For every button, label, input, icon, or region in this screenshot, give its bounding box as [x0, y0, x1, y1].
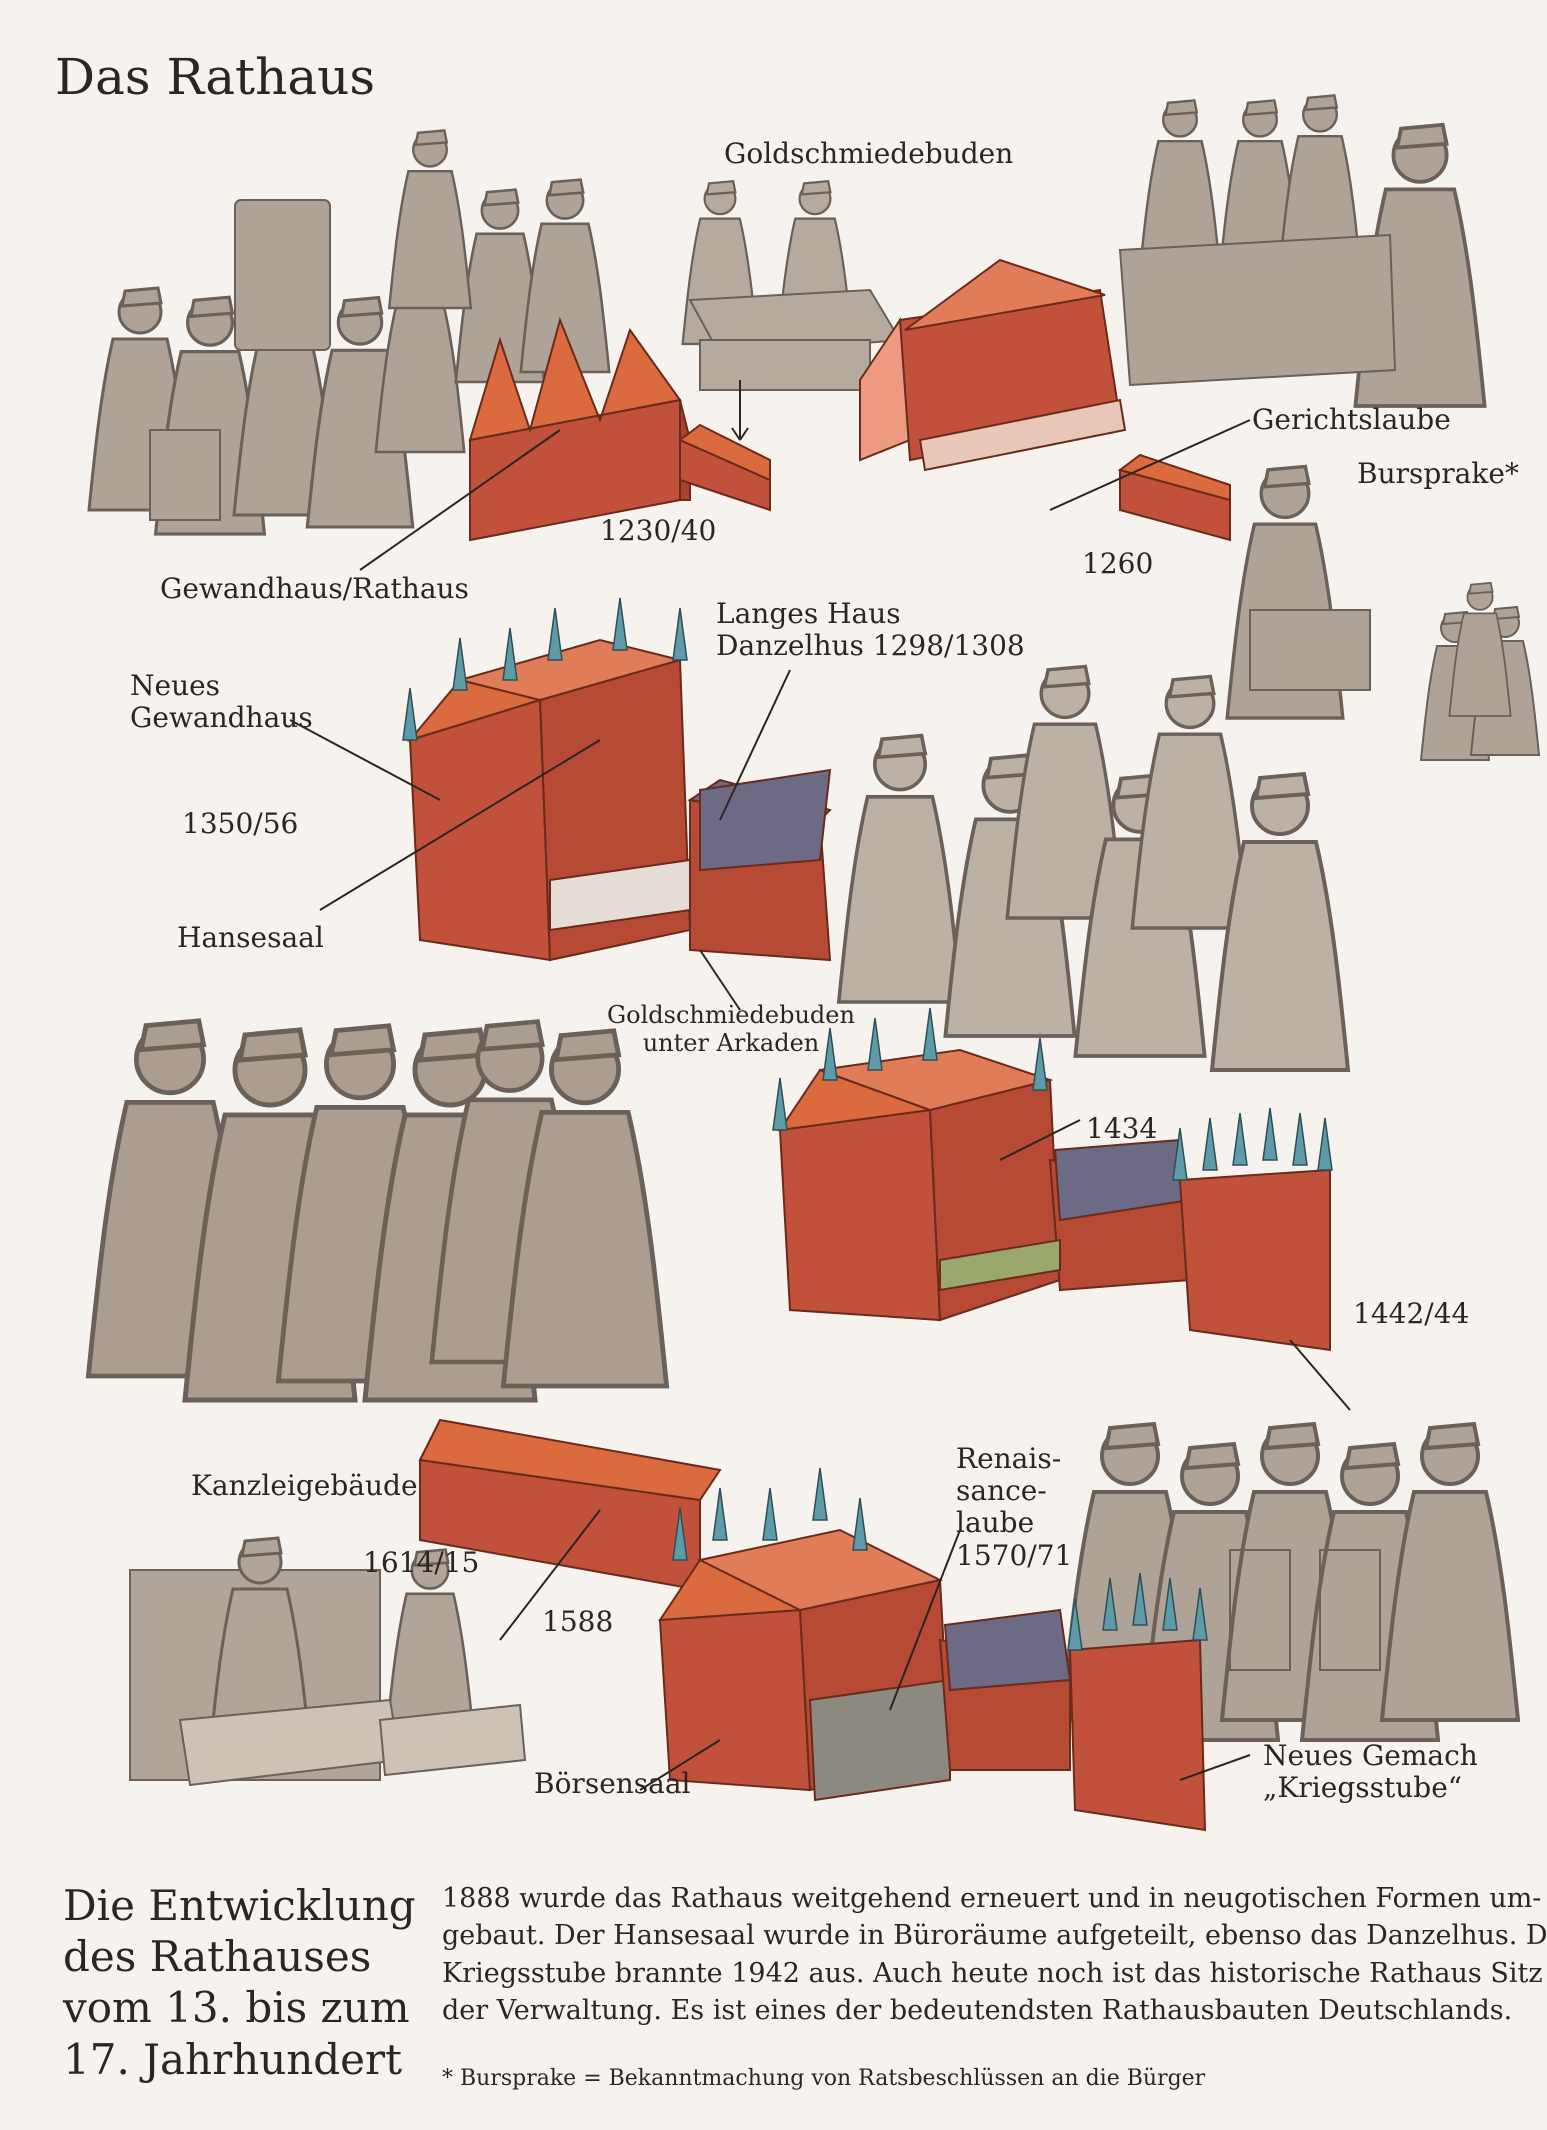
goldsmith-figures [681, 180, 902, 391]
label-neues-gemach: Neues Gemach „Kriegsstube“ [1263, 1739, 1478, 1805]
leader-lines [289, 380, 1351, 1791]
footnote: * Bursprake = Bekanntmachung von Ratsbes… [442, 2066, 1206, 2091]
caption-body: 1888 wurde das Rathaus weitgehend erneue… [442, 1880, 1547, 2029]
page-title: Das Rathaus [55, 48, 376, 106]
label-hansesaal: Hansesaal [177, 921, 324, 954]
label-neues-gewandhaus-line2: Gewandhaus [130, 701, 313, 735]
building-1230 [468, 316, 771, 542]
council-figures-bottom-right [1060, 1422, 1520, 1742]
label-langes-haus-line2: Danzelhus 1298/1308 [716, 629, 1025, 663]
label-langes-haus-line1: Langes Haus [716, 597, 901, 630]
label-year-1442: 1442/44 [1353, 1297, 1470, 1330]
label-year-1350: 1350/56 [182, 807, 299, 840]
label-year-1588: 1588 [542, 1605, 614, 1638]
label-goldschmiedebuden: Goldschmiedebuden [724, 137, 1014, 170]
label-neues-gemach-line2: „Kriegsstube“ [1263, 1771, 1463, 1805]
scribe-figures [129, 1536, 527, 1787]
caption-body-line: 1888 wurde das Rathaus weitgehend erneue… [442, 1883, 1542, 1914]
label-goldschmiede-arkaden: Goldschmiedebuden unter Arkaden [607, 1001, 855, 1057]
label-renaissance-line4: 1570/71 [956, 1538, 1073, 1572]
label-year-1230: 1230/40 [600, 514, 717, 547]
label-renaissancelaube: Renais- sance- laube 1570/71 [956, 1442, 1073, 1572]
building-1434 [772, 1007, 1333, 1352]
court-figures-top-right [1118, 94, 1487, 408]
building-complex-1614 [418, 1418, 1208, 1832]
label-renaissance-line3: laube [956, 1506, 1035, 1540]
caption-body-line: der Verwaltung. Es ist eines der bedeute… [442, 1994, 1513, 2026]
label-boersensaal: Börsensaal [534, 1767, 691, 1800]
label-year-1614: 1614/15 [363, 1546, 480, 1579]
label-goldschmiede-arkaden-line2: unter Arkaden [642, 1028, 820, 1057]
council-figures-top-left [87, 129, 611, 536]
caption-title-line: 17. Jahrhundert [63, 2034, 402, 2084]
label-neues-gewandhaus: Neues Gewandhaus [130, 669, 313, 735]
bursprake-figures [1225, 464, 1540, 761]
building-1350 [402, 597, 832, 962]
label-kanzleigebaeude: Kanzleigebäude [191, 1469, 418, 1502]
label-year-1434: 1434 [1086, 1112, 1158, 1145]
label-gerichtslaube: Gerichtslaube [1252, 403, 1451, 436]
label-gewandhaus-rathaus: Gewandhaus/Rathaus [160, 572, 469, 605]
label-neues-gemach-line1: Neues Gemach [1263, 1739, 1478, 1772]
council-figures-middle-left [88, 1021, 666, 1400]
caption-body-line: Kriegsstube brannte 1942 aus. Auch heute… [442, 1957, 1543, 1989]
building-1260 [859, 258, 1231, 542]
label-langes-haus: Langes Haus Danzelhus 1298/1308 [716, 597, 1025, 663]
caption-title-line: des Rathauses [63, 1932, 372, 1982]
label-renaissance-line2: sance- [956, 1474, 1047, 1508]
label-neues-gewandhaus-line1: Neues [130, 669, 221, 702]
label-year-1260: 1260 [1082, 547, 1154, 580]
label-goldschmiede-arkaden-line1: Goldschmiedebuden [607, 1001, 855, 1029]
caption-title-line: vom 13. bis zum [63, 1983, 410, 2033]
caption-body-line: gebaut. Der Hansesaal wurde in Büroräume… [442, 1920, 1547, 1952]
caption-title: Die Entwicklung des Rathauses vom 13. bi… [63, 1880, 416, 2085]
dancing-figures [836, 664, 1350, 1072]
label-bursprake: Bursprake* [1357, 457, 1519, 490]
caption-title-line: Die Entwicklung [63, 1881, 416, 1930]
label-renaissance-line1: Renais- [956, 1442, 1062, 1475]
